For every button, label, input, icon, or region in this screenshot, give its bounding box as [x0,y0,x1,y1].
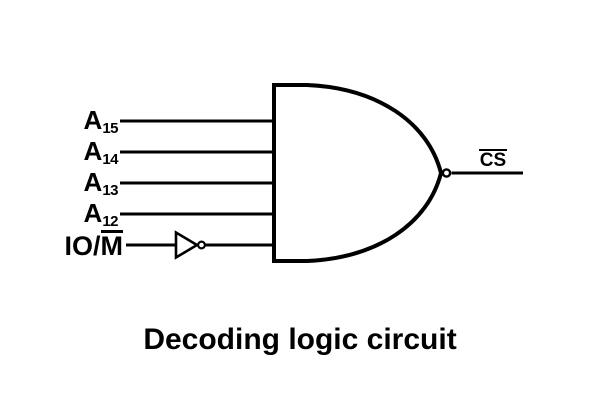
input-label-a13-base: A [83,167,103,197]
input-label-a15-sub: 15 [102,120,118,137]
input-label-iom: IO/M [50,230,123,261]
output-inversion-bubble-icon [441,168,452,178]
input-label-a12: A12 [50,198,119,229]
not-gate-bubble-icon [197,240,207,250]
not-gate-icon [174,230,200,260]
input-label-a14-sub: 14 [102,151,118,168]
input-label-a13: A13 [50,167,119,198]
input-label-a12-base: A [83,198,103,228]
input-label-iom-overlined-m: M [100,230,123,261]
input-label-a15: A15 [50,105,119,136]
input-label-a14-base: A [83,136,103,166]
diagram-caption: Decoding logic circuit [143,323,457,356]
nand-gate-icon [272,83,444,263]
input-label-iom-base: IO/ [64,231,101,261]
input-label-a14: A14 [50,136,119,167]
output-label-cs: CS [464,149,522,171]
input-label-a15-base: A [83,105,103,135]
output-label-cs-text: CS [478,149,508,171]
input-label-a13-sub: 13 [102,182,118,199]
input-label-a12-sub: 12 [102,213,118,230]
